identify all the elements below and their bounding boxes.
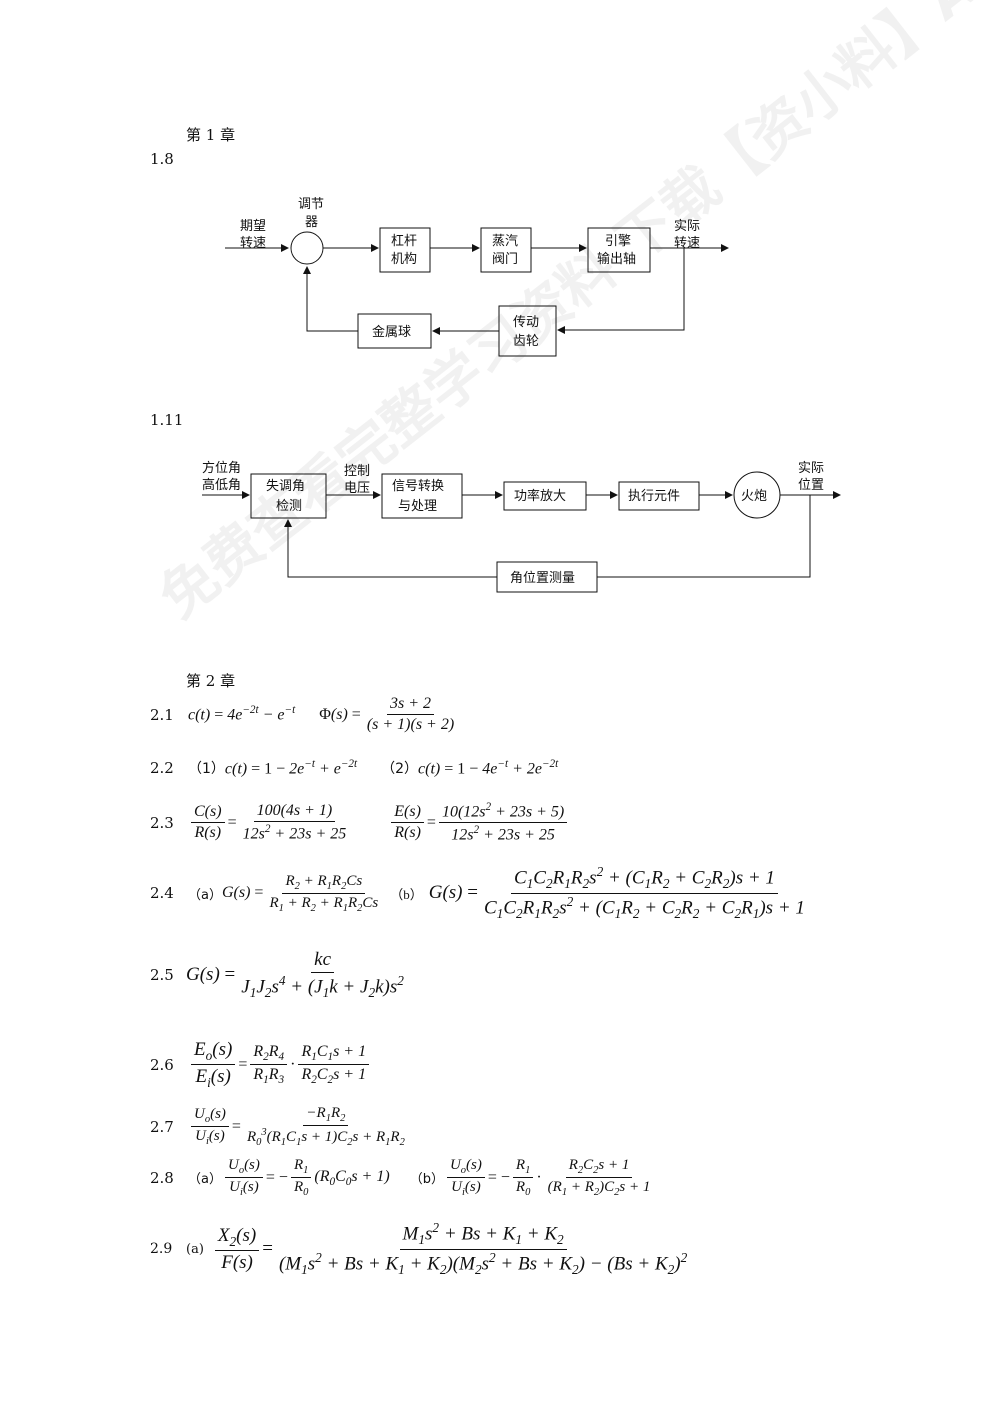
part-label: （1） [188,761,225,778]
engine-label-1: 引擎 [605,234,631,249]
control-voltage-label-1: 控制 [344,464,370,479]
part-label: （b） [409,1172,444,1188]
actual-pos-label-1: 实际 [798,461,824,476]
problem-number: 2.7 [150,1117,174,1136]
part-label: （a） [188,887,222,903]
error-detect-block [250,473,327,519]
problem-1-8-number: 1.8 [150,150,174,168]
error-detect-label-2: 检测 [276,499,302,514]
valve-label-1: 蒸汽 [492,234,518,249]
problem-number: 2.8 [150,1168,174,1187]
actuator-block [618,481,700,511]
controller-label-2: 器 [305,215,318,230]
answer-2-3: 2.3 C(s)R(s)= 100(4s + 1)12s2 + 23s + 25… [150,800,570,846]
problem-number: 2.9 [150,1241,173,1258]
problem-number: 2.6 [150,1055,174,1074]
chapter-1-title: 第 1 章 [186,126,236,144]
lever-block [379,227,431,273]
input-label-2: 转速 [240,236,266,251]
angle-measure-label: 角位置测量 [510,571,575,586]
problem-number: 2.3 [150,813,174,832]
power-amp-block [503,481,587,511]
input-label-1: 期望 [240,218,266,234]
problem-1-11-number: 1.11 [150,411,184,429]
block-diagram-1-11: 方位角 高低角 失调角 检测 控制 电压 信号转换 与处理 功率放大 执行元件 … [202,460,841,593]
problem-number: 2.5 [150,965,174,984]
ball-label: 金属球 [372,324,411,340]
gear-label-1: 传动 [513,315,539,330]
answer-2-9: 2.9 (a) X2(s)F(s)= M1s2 + Bs + K1 + K2(M… [150,1220,688,1277]
part-label: （2） [381,761,419,778]
signal-process-label-2: 与处理 [398,499,437,514]
engine-label-2: 输出轴 [597,251,636,267]
problem-number: 2.2 [150,759,174,778]
power-amp-label: 功率放大 [514,488,566,504]
problem-number: 2.1 [150,705,174,724]
actual-pos-label-2: 位置 [798,478,824,493]
answer-2-1: 2.1 c(t) = 4e−2t − e−t Φ(s) = 3s + 2(s +… [150,695,455,733]
lever-label-2: 机构 [391,252,417,267]
block-diagram-1-8: 期望 转速 调节 器 杠杆 机构 蒸汽 阀门 引擎 输出轴 实际 转速 传动 齿… [225,197,729,357]
summing-junction [290,231,324,265]
cannon-label: 火炮 [741,489,767,504]
controller-label-1: 调节 [298,197,324,212]
signal-process-block [381,473,463,519]
lever-label-1: 杠杆 [391,233,417,249]
elevation-label: 高低角 [202,477,241,493]
actuator-label: 执行元件 [628,489,680,504]
valve-label-2: 阀门 [492,252,518,267]
engine-block [587,227,651,273]
valve-block [480,227,532,273]
signal-process-label-1: 信号转换 [392,479,444,494]
error-detect-label-1: 失调角 [266,479,305,494]
gear-label-2: 齿轮 [513,334,539,349]
output-label-2: 转速 [674,236,700,251]
part-label: （b） [390,886,423,902]
problem-number: 2.4 [150,884,174,903]
part-label: （a） [188,1172,222,1188]
part-label: (a) [186,1241,204,1257]
answer-2-2: 2.2 （1） c(t) = 1 − 2e−t + e−2t （2） c(t) … [150,758,559,778]
control-voltage-label-2: 电压 [344,481,370,496]
chapter-2-title: 第 2 章 [186,672,236,690]
azimuth-label: 方位角 [202,460,241,476]
output-label-1: 实际 [674,219,700,234]
